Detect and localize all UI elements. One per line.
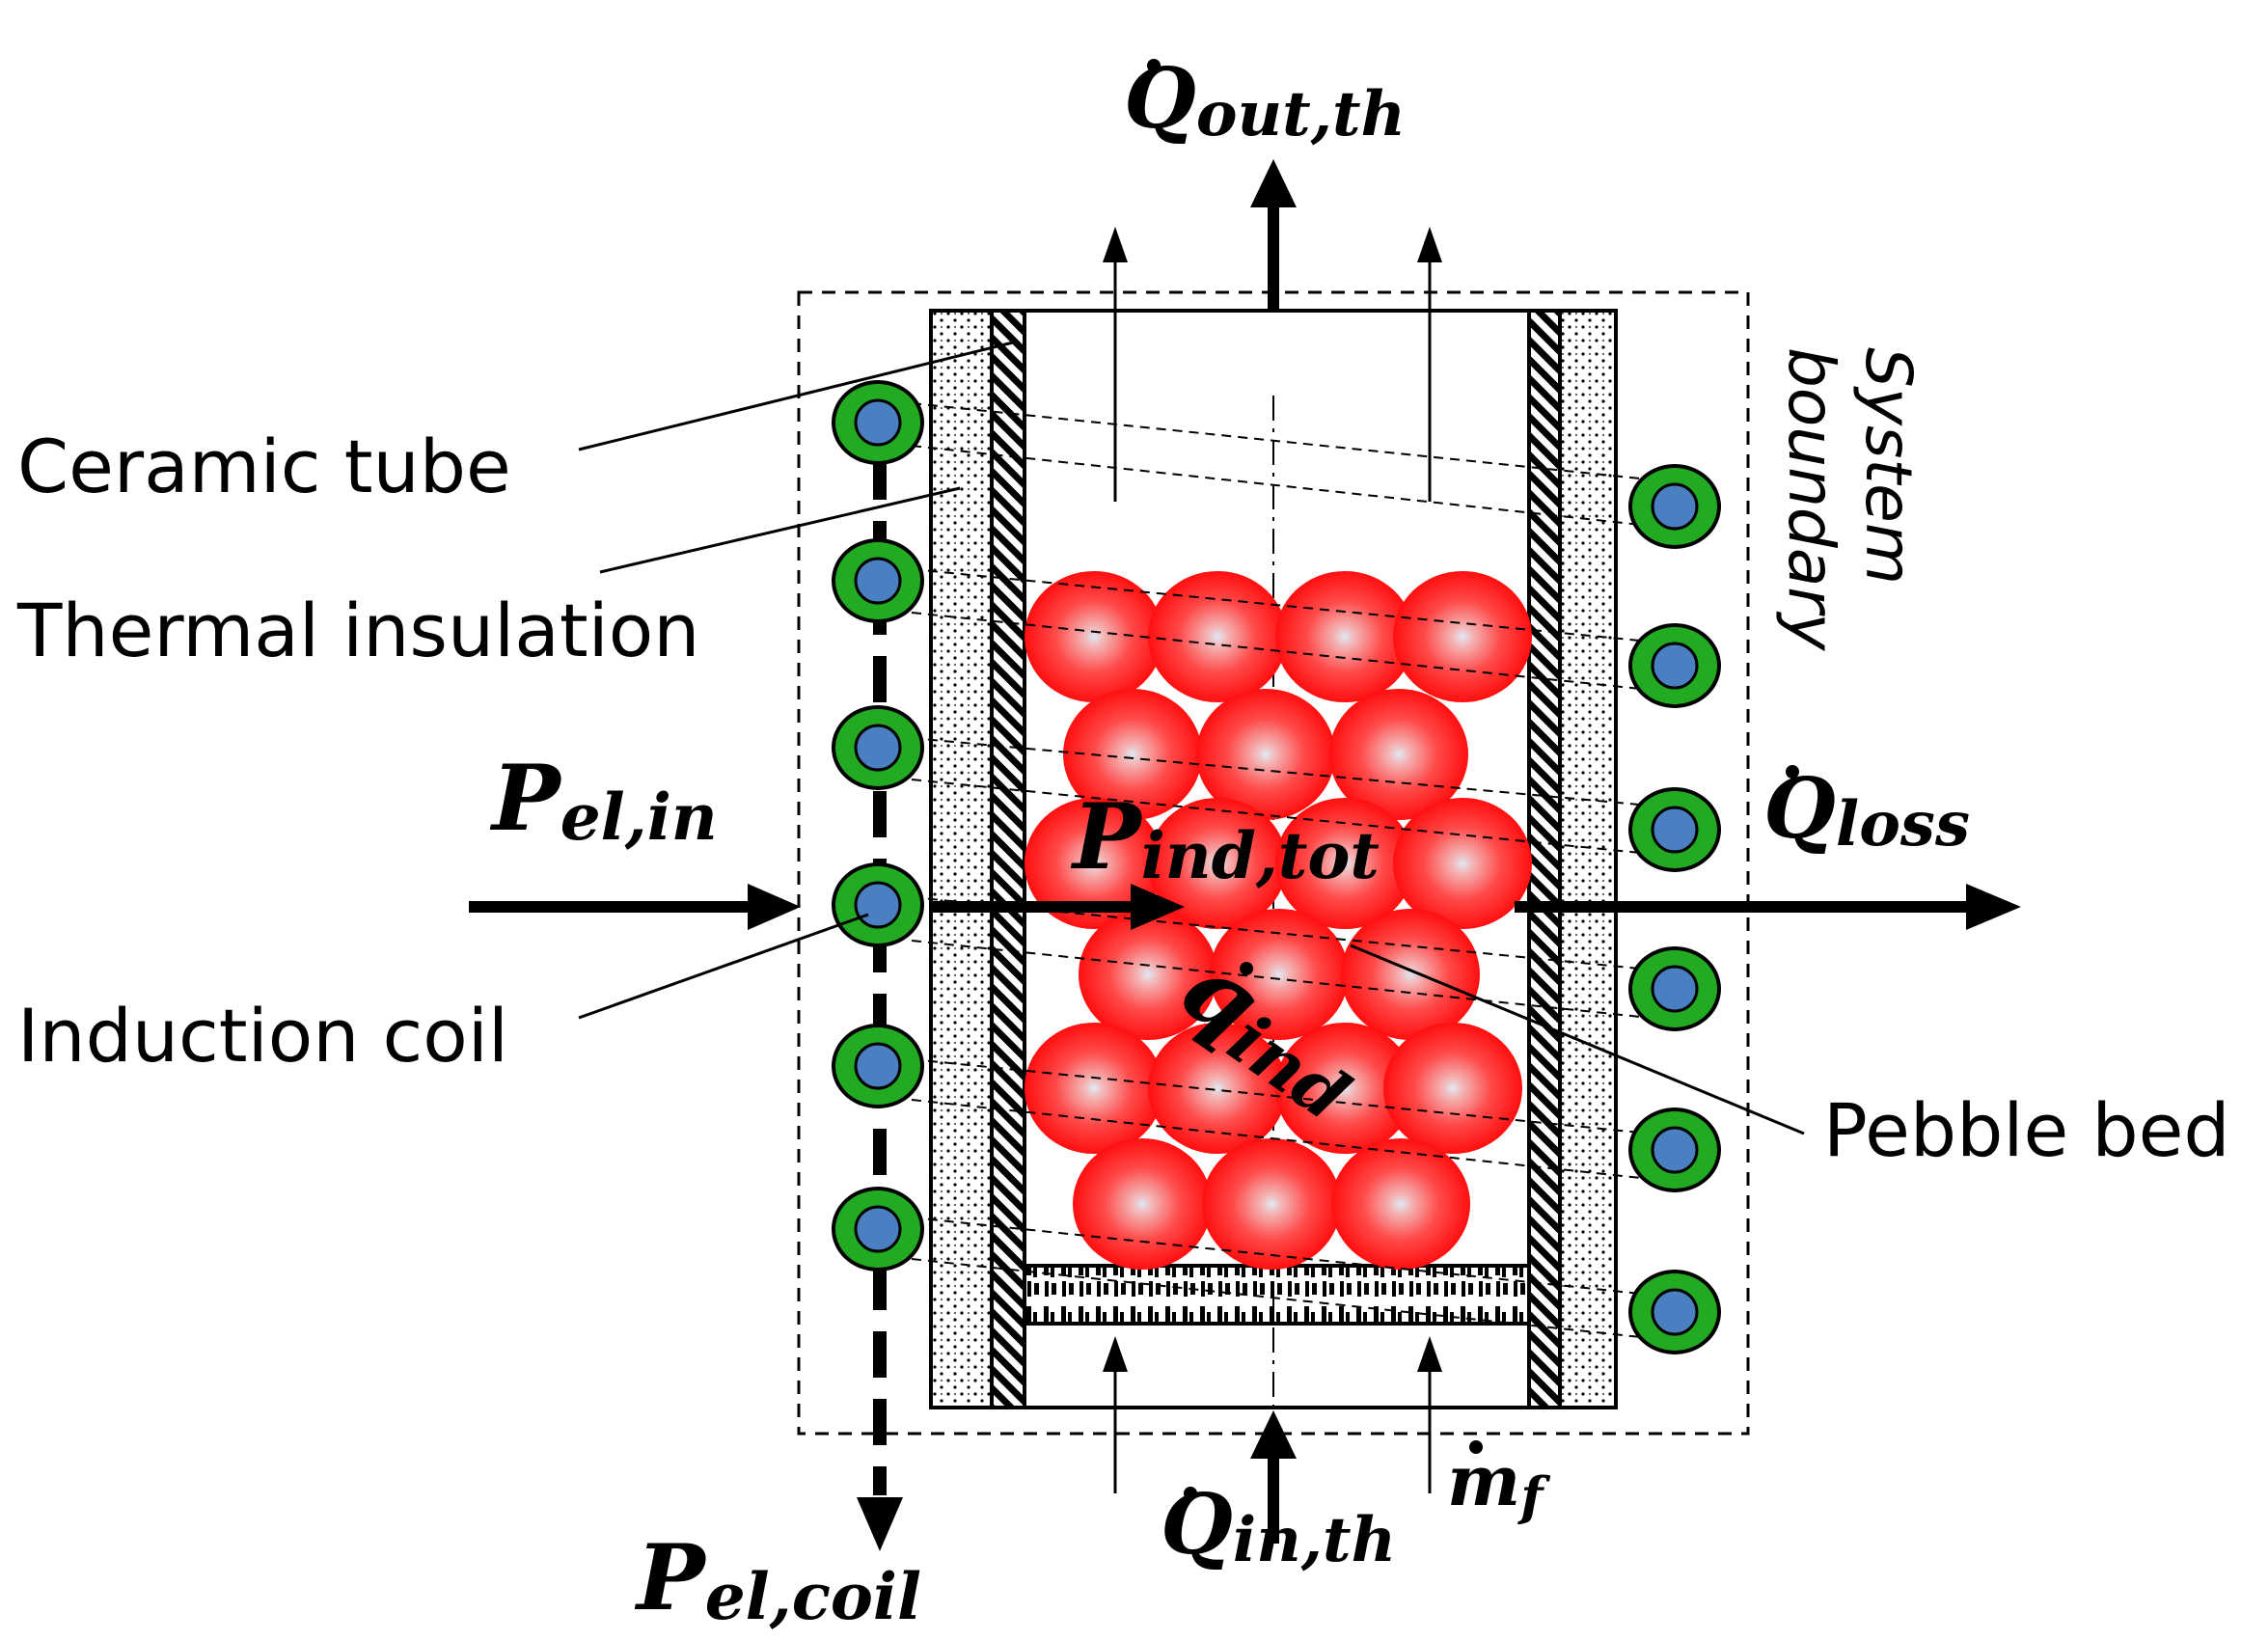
- p-ind-tot-sub: ind,tot: [1141, 818, 1380, 893]
- ceramic-tube-right: [1527, 309, 1562, 1409]
- svg-text:Qloss: Qloss: [1763, 760, 1970, 861]
- dot-icon: [1240, 961, 1254, 975]
- label-thermal-insulation: Thermal insulation: [16, 588, 699, 673]
- pebble: [1025, 798, 1163, 929]
- leader-pebble-bed: [1350, 944, 1805, 1135]
- pebble: [1148, 1023, 1287, 1154]
- m-f-base: m: [1447, 1439, 1520, 1521]
- coil-turn: [832, 538, 924, 623]
- pebble: [1393, 571, 1532, 702]
- coil-turn: [1628, 1108, 1721, 1192]
- pebble: [1275, 798, 1414, 929]
- coil-turn: [832, 1187, 924, 1272]
- pebble: [1393, 798, 1532, 929]
- q-loss-base: Q: [1763, 760, 1836, 858]
- pebble: [1210, 909, 1349, 1040]
- label-ceramic-tube: Ceramic tube: [17, 424, 511, 509]
- dot-icon: [1184, 1487, 1197, 1500]
- pebble: [1148, 798, 1287, 929]
- pebble: [1383, 1023, 1522, 1154]
- svg-text:mf: mf: [1447, 1439, 1550, 1527]
- pebble: [1025, 571, 1163, 702]
- label-system-boundary: System boundary: [1774, 347, 1926, 651]
- pebble: [1148, 571, 1287, 702]
- pebble: [1329, 689, 1468, 820]
- coil-turn: [1628, 464, 1721, 549]
- pebble: [1331, 1138, 1470, 1270]
- q-in-sub: in,th: [1233, 1504, 1396, 1576]
- p-el-coil-sub: el,coil: [705, 1559, 921, 1634]
- symbol-p-ind-tot: Pind,tot: [1070, 784, 1380, 893]
- svg-text:Qin,th: Qin,th: [1161, 1476, 1396, 1576]
- symbol-m-f: mf: [1447, 1439, 1550, 1527]
- induction-coil-left: [832, 380, 924, 1272]
- coil-turn: [1628, 623, 1721, 708]
- label-induction-coil: Induction coil: [17, 993, 508, 1079]
- pebble: [1073, 1138, 1212, 1270]
- q-in-base: Q: [1161, 1476, 1233, 1573]
- symbol-q-loss: Qloss: [1763, 760, 1970, 861]
- leader-induction-coil: [578, 913, 869, 1020]
- pebble: [1275, 571, 1414, 702]
- dot-icon: [1469, 1440, 1483, 1454]
- dot-icon: [1147, 59, 1161, 72]
- symbol-p-el-coil: Pel,coil: [634, 1525, 921, 1634]
- q-out-sub: out,th: [1196, 78, 1406, 150]
- p-ind-tot-base: P: [1070, 784, 1143, 890]
- dot-icon: [1786, 765, 1799, 779]
- coil-turn: [832, 705, 924, 790]
- q-out-base: Q: [1124, 50, 1196, 148]
- insulation-left: [929, 309, 994, 1409]
- coil-turn: [832, 1024, 924, 1108]
- m-f-sub: f: [1517, 1465, 1550, 1527]
- pebble: [1063, 689, 1202, 820]
- leader-ceramic-tube: [578, 341, 1014, 451]
- pebble: [1025, 1023, 1163, 1154]
- coil-turn: [1628, 787, 1721, 872]
- pebble: [1196, 689, 1335, 820]
- coil-turn: [832, 380, 924, 465]
- q-loss-sub: loss: [1836, 788, 1970, 861]
- symbol-q-in-th: Qin,th: [1161, 1476, 1396, 1576]
- pebble: [1202, 1138, 1341, 1270]
- p-el-coil-base: P: [634, 1525, 707, 1631]
- coil-turn: [1628, 1270, 1721, 1354]
- induction-coil-right: [1628, 464, 1721, 1354]
- symbol-p-el-in: Pel,in: [489, 746, 718, 855]
- p-el-in-sub: el,in: [560, 779, 718, 855]
- svg-text:Qout,th: Qout,th: [1124, 50, 1406, 150]
- system-boundary-line1: System: [1851, 347, 1926, 585]
- label-pebble-bed: Pebble bed: [1823, 1087, 2230, 1173]
- p-el-in-base: P: [489, 746, 562, 852]
- coil-turn: [832, 862, 924, 947]
- system-boundary-line2: boundary: [1774, 347, 1848, 651]
- pebble: [1079, 909, 1217, 1040]
- pebble: [1341, 909, 1480, 1040]
- symbol-q-out-th: Qout,th: [1124, 50, 1406, 150]
- ceramic-tube-left: [990, 309, 1026, 1409]
- leader-thermal-insulation: [599, 486, 961, 574]
- insulation-right: [1558, 309, 1618, 1409]
- coil-turn: [1628, 946, 1721, 1031]
- pebble: [1275, 1023, 1414, 1154]
- pebble-bed: [1025, 571, 1532, 1270]
